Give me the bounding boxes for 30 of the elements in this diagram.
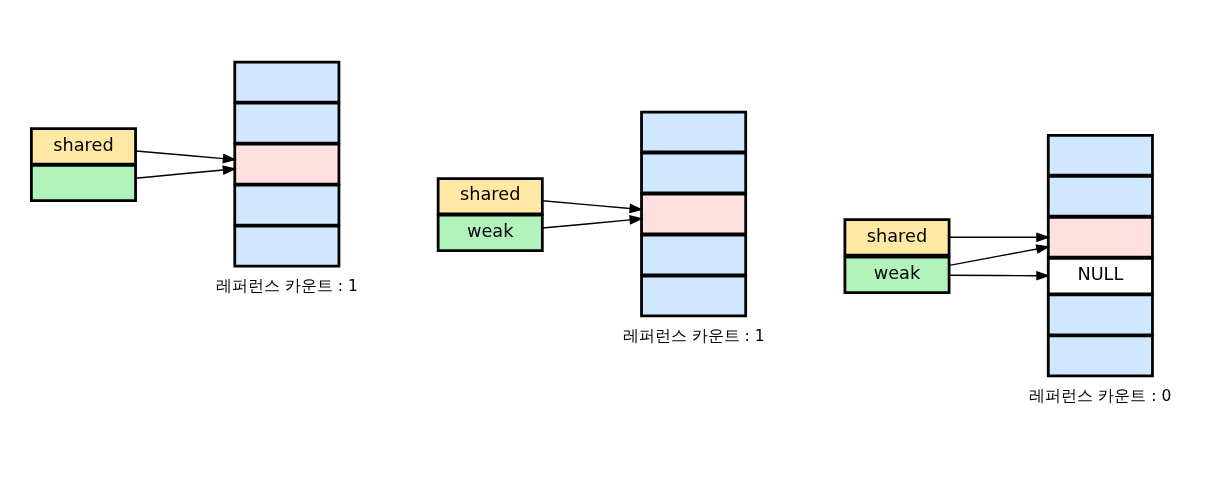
node-box: weak <box>843 255 951 295</box>
label: 레퍼런스 카운트 : 0 <box>1029 386 1172 405</box>
node-box: shared <box>843 218 951 257</box>
arrow <box>135 150 237 164</box>
node-box: NULL <box>1046 256 1154 296</box>
node-box <box>640 192 748 236</box>
arrow <box>541 215 644 229</box>
node-box <box>233 101 341 145</box>
node-box <box>1046 293 1154 337</box>
node-box: shared <box>30 127 137 166</box>
node-box <box>233 60 341 104</box>
node-box <box>1046 334 1154 378</box>
node-box <box>640 233 748 277</box>
node-box <box>1046 215 1154 259</box>
node-box <box>233 183 341 227</box>
arrow <box>948 244 1051 267</box>
arrow <box>948 270 1051 281</box>
node-box <box>30 163 137 203</box>
arrow <box>948 232 1051 243</box>
arrow <box>135 165 237 179</box>
node-box <box>640 151 748 195</box>
node-box <box>233 142 341 186</box>
node-box: weak <box>436 213 544 252</box>
node-box <box>1046 174 1154 218</box>
node-box: shared <box>436 177 544 216</box>
node-box <box>640 274 748 318</box>
node-box <box>233 224 341 268</box>
node-box <box>640 110 748 154</box>
arrow <box>541 200 644 214</box>
node-box <box>1046 133 1154 177</box>
